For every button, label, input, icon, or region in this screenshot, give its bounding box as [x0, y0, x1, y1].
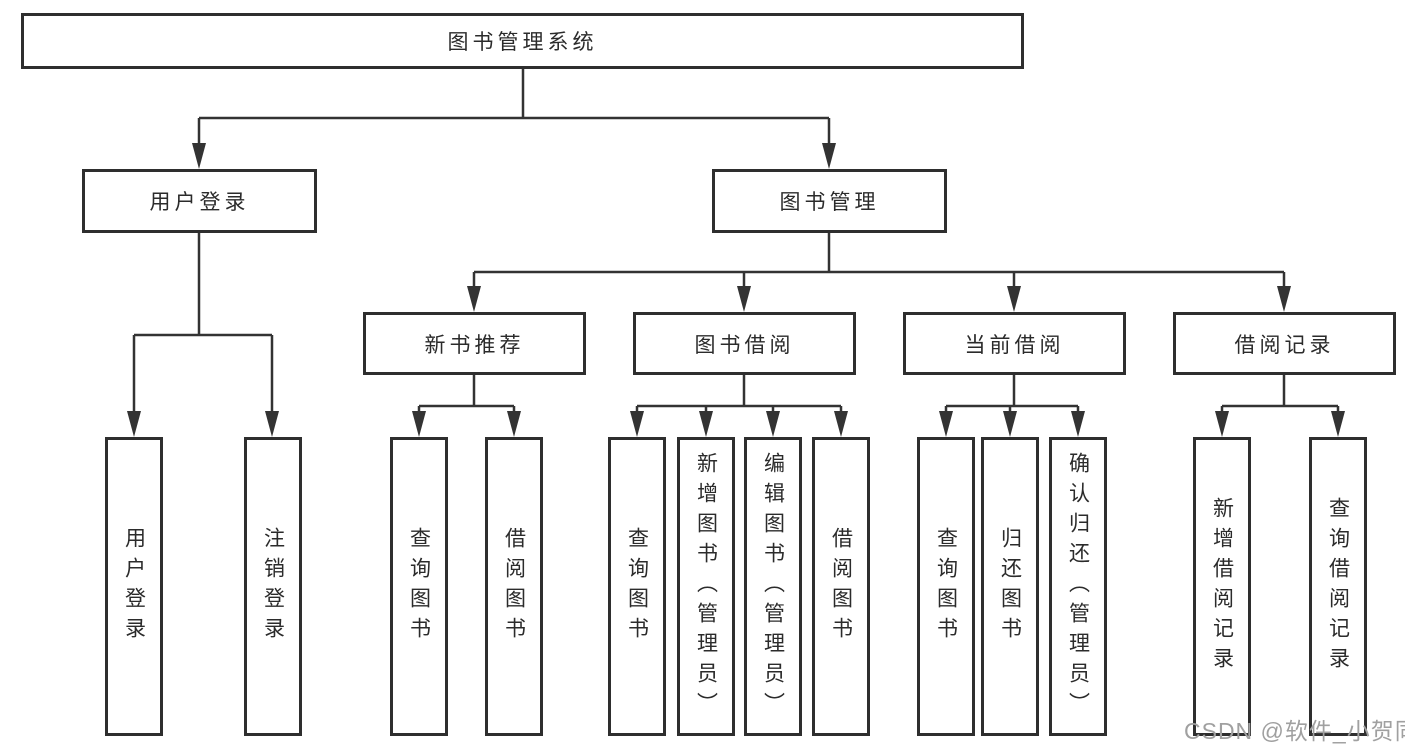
- leaf-return-books: 归还图书: [981, 437, 1039, 736]
- leaf-label: 新增图书（管理员）: [694, 451, 718, 722]
- node-label: 当前借阅: [964, 333, 1065, 357]
- leaf-confirm-return-admin: 确认归还（管理员）: [1049, 437, 1107, 736]
- leaf-query-borrow-record: 查询借阅记录: [1309, 437, 1367, 736]
- node-label: 新书推荐: [424, 333, 525, 357]
- leaf-user-login: 用户登录: [105, 437, 163, 736]
- node-borrowing-records: 借阅记录: [1173, 312, 1396, 375]
- leaf-logout: 注销登录: [244, 437, 302, 736]
- node-new-book-recommendation: 新书推荐: [363, 312, 586, 375]
- leaf-label: 注销登录: [261, 526, 285, 647]
- leaf-edit-books-admin: 编辑图书（管理员）: [744, 437, 802, 736]
- leaf-label: 编辑图书（管理员）: [761, 451, 785, 722]
- leaf-add-books-admin: 新增图书（管理员）: [677, 437, 735, 736]
- leaf-query-books-current: 查询图书: [917, 437, 975, 736]
- node-user-login: 用户登录: [82, 169, 317, 233]
- node-label: 图书管理系统: [447, 31, 598, 54]
- leaf-label: 借阅图书: [502, 526, 526, 647]
- leaf-borrow-books-recommend: 借阅图书: [485, 437, 543, 736]
- leaf-label: 确认归还（管理员）: [1066, 451, 1090, 722]
- leaf-label: 新增借阅记录: [1210, 496, 1234, 677]
- node-book-borrowing: 图书借阅: [633, 312, 856, 375]
- node-book-management: 图书管理: [712, 169, 947, 233]
- leaf-query-books-borrowing: 查询图书: [608, 437, 666, 736]
- leaf-label: 查询借阅记录: [1326, 496, 1350, 677]
- leaf-label: 归还图书: [998, 526, 1022, 647]
- csdn-watermark: CSDN @软件_小贺同学: [1184, 718, 1405, 744]
- leaf-borrow-books: 借阅图书: [812, 437, 870, 736]
- node-label: 图书借阅: [694, 333, 795, 357]
- node-label: 用户登录: [149, 191, 250, 214]
- leaf-add-borrow-record: 新增借阅记录: [1193, 437, 1251, 736]
- node-current-borrowing: 当前借阅: [903, 312, 1126, 375]
- node-library-management-system: 图书管理系统: [21, 13, 1024, 69]
- leaf-label: 查询图书: [934, 526, 958, 647]
- leaf-label: 借阅图书: [829, 526, 853, 647]
- node-label: 图书管理: [779, 191, 880, 214]
- node-label: 借阅记录: [1234, 333, 1335, 357]
- leaf-query-books-recommend: 查询图书: [390, 437, 448, 736]
- leaf-label: 查询图书: [407, 526, 431, 647]
- leaf-label: 查询图书: [625, 526, 649, 647]
- leaf-label: 用户登录: [122, 526, 146, 647]
